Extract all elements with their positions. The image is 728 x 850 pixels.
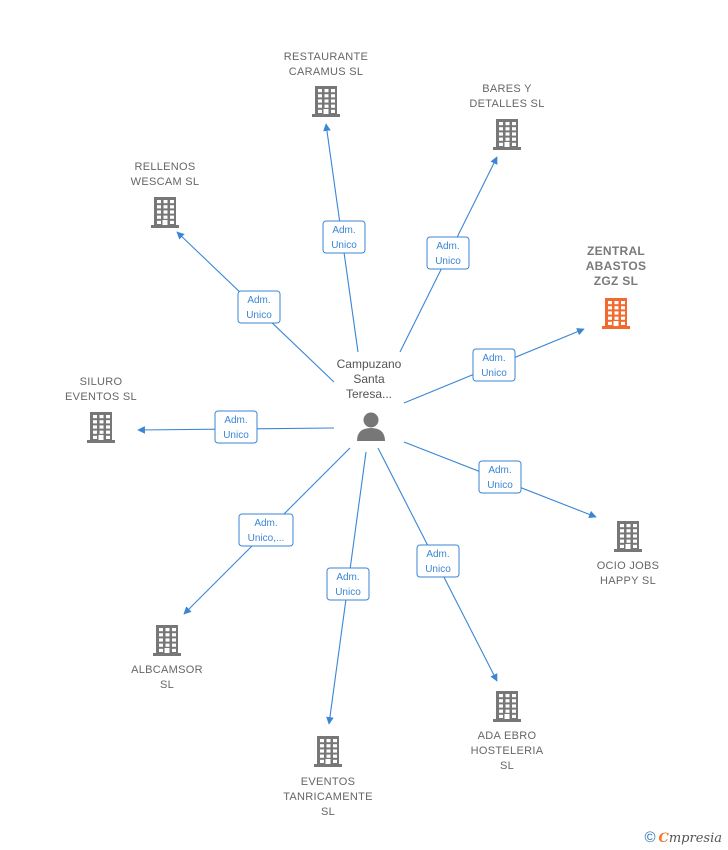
edge-label-box [237, 290, 281, 324]
edge-label-text: Adm. [254, 518, 277, 529]
company-label: CARAMUS SL [289, 66, 364, 78]
company-label: SL [321, 806, 335, 818]
edge-label-text: Unico [246, 310, 272, 321]
company-label: SILURO [80, 376, 123, 388]
edge-label-albcamsor[interactable]: Adm. Unico,... [238, 513, 294, 547]
edge-label-box [426, 236, 470, 270]
company-label: RELLENOS [134, 161, 195, 173]
edge-label-ada-ebro[interactable]: Adm. Unico [416, 544, 460, 578]
company-label: WESCAM SL [131, 176, 200, 188]
edge-label-bares-detalles[interactable]: Adm. Unico [426, 236, 470, 270]
building-icon [151, 197, 179, 228]
company-label: ZGZ SL [594, 274, 638, 288]
person-node[interactable]: CampuzanoSantaTeresa... [337, 357, 402, 441]
company-node-eventos-tanricamente[interactable]: EVENTOS TANRICAMENTE SL [283, 736, 373, 818]
company-label: HOSTELERIA [471, 745, 544, 757]
edge-label-text: Unico [481, 368, 507, 379]
edge-label-text: Unico [335, 587, 361, 598]
edge-label-ocio-jobs[interactable]: Adm. Unico [478, 460, 522, 494]
company-label: ABASTOS [586, 259, 647, 273]
footer-brand[interactable]: ©Cmpresia [644, 829, 722, 846]
company-label: BARES Y [482, 83, 532, 95]
person-name-label: Campuzano [337, 357, 402, 371]
edge-label-box [214, 410, 258, 444]
edge-label-box [472, 348, 516, 382]
edge-label-text: Unico [223, 430, 249, 441]
company-node-bares-detalles[interactable]: BARES Y DETALLES SL [469, 83, 544, 150]
building-icon [314, 736, 342, 767]
building-icon [87, 412, 115, 443]
edge-label-box [238, 513, 294, 547]
edge-label-zentral-abastos[interactable]: Adm. Unico [472, 348, 516, 382]
company-node-ada-ebro[interactable]: ADA EBRO HOSTELERIA SL [471, 691, 544, 772]
company-label: SL [160, 679, 174, 691]
edge-label-box [416, 544, 460, 578]
company-node-albcamsor[interactable]: ALBCAMSOR SL [131, 625, 203, 691]
company-label: DETALLES SL [469, 98, 544, 110]
edge-label-text: Adm. [426, 549, 449, 560]
building-icon [602, 298, 630, 329]
company-node-rellenos-wescam[interactable]: RELLENOS WESCAM SL [131, 161, 200, 228]
edge-label-text: Unico [331, 240, 357, 251]
company-label: ADA EBRO [478, 730, 537, 742]
edge-label-text: Adm. [336, 572, 359, 583]
edge-label-text: Unico [435, 256, 461, 267]
building-icon [312, 86, 340, 117]
edge-label-text: Unico [425, 564, 451, 575]
edge-label-text: Adm. [332, 225, 355, 236]
edge-label-box [326, 567, 370, 601]
edge-label-text: Adm. [482, 353, 505, 364]
nodes-layer: RESTAURANTE CARAMUS SL BARES Y DETALLES SL R… [65, 51, 659, 818]
brand-logo-letter: C [658, 831, 669, 846]
company-node-restaurante-caramus[interactable]: RESTAURANTE CARAMUS SL [284, 51, 368, 117]
edge-label-text: Adm. [488, 465, 511, 476]
person-name-label: Santa [353, 372, 385, 386]
company-label: EVENTOS SL [65, 391, 137, 403]
company-label: EVENTOS [301, 776, 355, 788]
company-node-siluro-eventos[interactable]: SILURO EVENTOS SL [65, 376, 137, 443]
person-icon [357, 412, 385, 441]
building-icon [493, 691, 521, 722]
edge-label-rellenos-wescam[interactable]: Adm. Unico [237, 290, 281, 324]
building-icon [153, 625, 181, 656]
person-name-label: Teresa... [346, 387, 392, 401]
edge-label-eventos-tanricamente[interactable]: Adm. Unico [326, 567, 370, 601]
edge-label-box [322, 220, 366, 254]
company-label: SL [500, 760, 514, 772]
company-label: ZENTRAL [587, 244, 645, 258]
brand-name: mpresia [668, 831, 722, 846]
building-icon [493, 119, 521, 150]
edge-label-text: Adm. [224, 415, 247, 426]
company-label: RESTAURANTE [284, 51, 368, 63]
edge-label-siluro-eventos[interactable]: Adm. Unico [214, 410, 258, 444]
company-label: TANRICAMENTE [283, 791, 373, 803]
edge-label-restaurante-caramus[interactable]: Adm. Unico [322, 220, 366, 254]
edge-label-box [478, 460, 522, 494]
edge-label-text: Unico [487, 480, 513, 491]
company-label: OCIO JOBS [597, 560, 660, 572]
edge-label-text: Adm. [436, 241, 459, 252]
edge-label-text: Unico,... [248, 533, 285, 544]
building-icon [614, 521, 642, 552]
company-label: HAPPY SL [600, 575, 656, 587]
company-node-ocio-jobs[interactable]: OCIO JOBS HAPPY SL [597, 521, 660, 587]
edge-label-text: Adm. [247, 295, 270, 306]
company-label: ALBCAMSOR [131, 664, 203, 676]
copyright-symbol: © [644, 829, 656, 846]
